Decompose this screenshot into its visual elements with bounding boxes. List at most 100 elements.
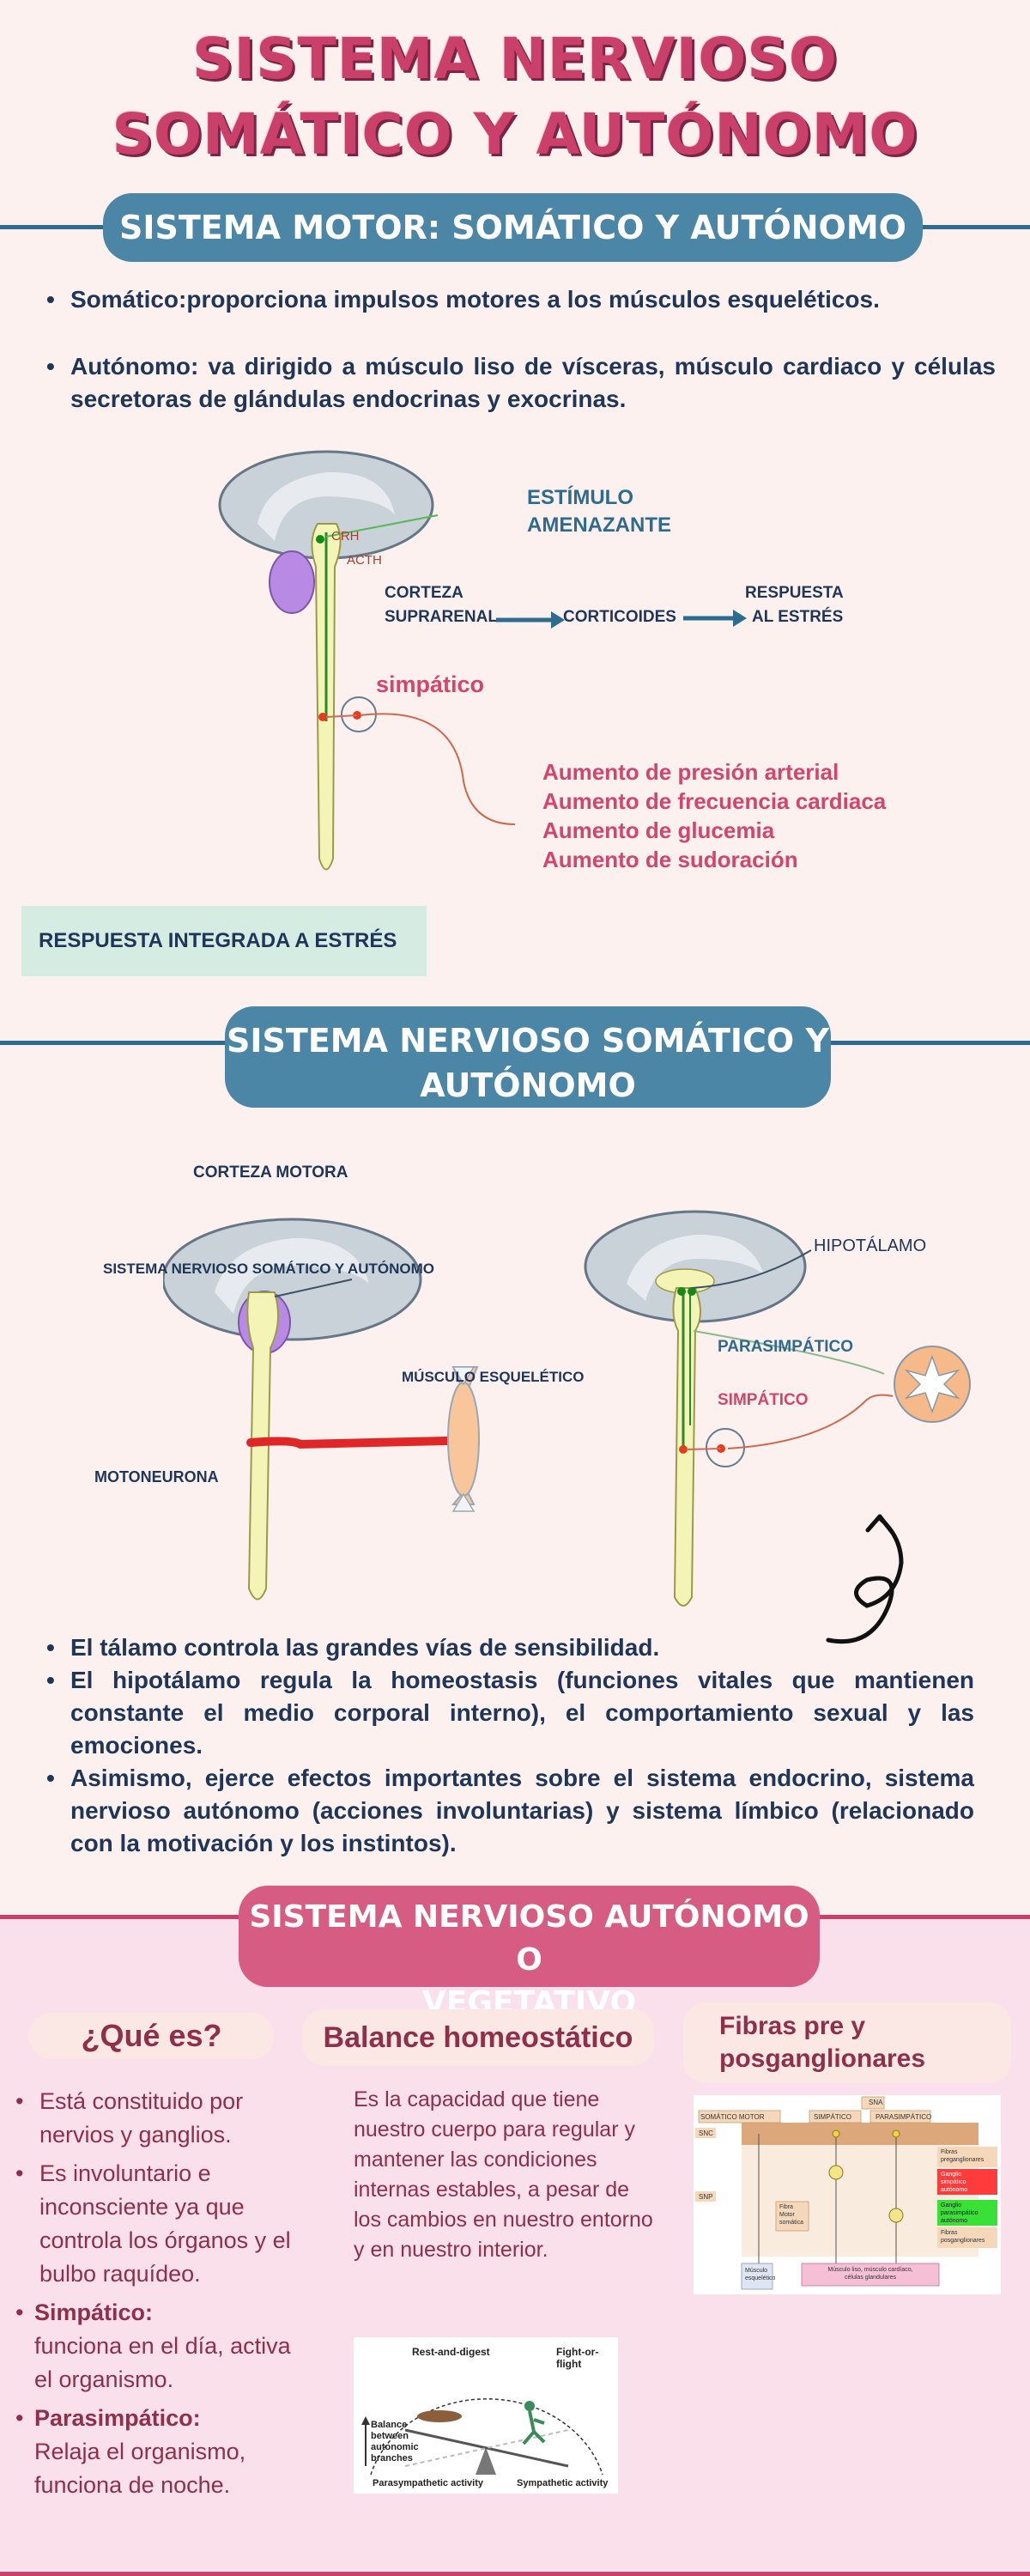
heading-fibers-1: Fibras pre y: [719, 2012, 866, 2040]
bullet-somatic: Somático:proporciona impulsos motores a …: [43, 283, 996, 316]
fig-gs-2: simpático: [941, 2179, 966, 2185]
hypothalamus-bullets: El tálamo controla las grandes vías de s…: [43, 1631, 974, 1860]
fig-para: PARASIMPÁTICO: [876, 2113, 932, 2121]
fig-pre: Fibras preganglionares: [941, 2148, 984, 2164]
label-stimulus-2: AMENAZANTE: [527, 513, 671, 537]
fig-fibra-motor-1: Fibra: [779, 2204, 793, 2210]
label-symp-activity: Sympathetic activity: [517, 2478, 609, 2488]
heading-line-2: AUTÓNOMO: [420, 1066, 636, 1104]
label-skeletal-muscle: MÚSCULO ESQUELÉTICO: [402, 1369, 585, 1385]
bullet-hypothalamus: El hipotálamo regula la homeostasis (fun…: [43, 1664, 974, 1762]
fig-musc-2: esquelético: [745, 2275, 776, 2281]
fig-simp: SIMPÁTICO: [814, 2113, 852, 2121]
parasympathetic-title: Parasimpático:: [34, 2405, 201, 2431]
label-motor-cortex: CORTEZA MOTORA: [193, 1163, 348, 1182]
fig-post-2: posganglionares: [941, 2238, 985, 2244]
label-hypothalamus: HIPOTÁLAMO: [814, 1236, 927, 1255]
fig-gs-3: autónomo: [941, 2187, 968, 2193]
balance-text: Es la capacidad que tiene nuestro cuerpo…: [354, 2087, 653, 2262]
fig-post: Fibras posganglionares: [941, 2229, 985, 2245]
fig-post-1: Fibras: [941, 2230, 958, 2236]
label-parasympathetic: PARASIMPÁTICO: [718, 1338, 853, 1356]
fig-fibra-motor-3: somática: [779, 2220, 804, 2226]
fig-snp: SNP: [699, 2193, 713, 2201]
label-balance-1: Balance: [371, 2420, 408, 2430]
section-heading-somatic-autonomic: SISTEMA NERVIOSO SOMÁTICO Y AUTÓNOMO: [225, 1006, 831, 1108]
label-acth: ACTH: [347, 553, 382, 568]
brain-spinal-diagram-2: [163, 1218, 480, 1601]
sympathetic-text: funciona en el día, activa el organismo.: [34, 2333, 291, 2392]
effect-pressure: Aumento de presión arterial: [542, 759, 839, 785]
fibers-figure: SNA SOMÁTICO MOTOR SIMPÁTICO PARASIMPÁTI…: [694, 2095, 1001, 2294]
section-heading-vegetative: SISTEMA NERVIOSO AUTÓNOMO O VEGETATIVO: [239, 1886, 820, 2020]
heading-balance: Balance homeostático: [302, 2009, 654, 2066]
parasympathetic-text: Relaja el organismo, funciona de noche.: [34, 2439, 246, 2498]
section-heading-motor: SISTEMA MOTOR: SOMÁTICO Y AUTÓNOMO: [103, 193, 923, 262]
effect-heart-rate: Aumento de frecuencia cardiaca: [542, 788, 887, 814]
heading-line-1: SISTEMA NERVIOSO SOMÁTICO Y: [227, 1022, 829, 1060]
fig-gs: Ganglio simpático autónomo: [941, 2171, 967, 2194]
fig-fibra-motor-2: Motor: [779, 2212, 795, 2218]
label-corticoides: CORTICOIDES: [563, 608, 676, 626]
motor-bullets: Somático:proporciona impulsos motores a …: [43, 283, 996, 416]
label-nervous-system: SISTEMA NERVIOSO SOMÁTICO Y AUTÓNOMO: [103, 1261, 435, 1277]
label-balance: Balance between autonomic branches: [371, 2420, 419, 2464]
label-motoneuron: MOTONEURONA: [94, 1468, 219, 1485]
fig-gs-1: Ganglio: [941, 2172, 962, 2178]
brain-spinal-diagram-3: [584, 1210, 971, 1607]
fig-sna: SNA: [869, 2099, 883, 2106]
bottom-border: [0, 2572, 1030, 2576]
label-sympathetic-2: SIMPÁTICO: [718, 1391, 809, 1409]
fig-snc: SNC: [699, 2129, 713, 2137]
fig-targets-1: Músculo liso, músculo cardíaco,: [827, 2267, 913, 2273]
fig-musc: Músculo esquelético: [745, 2267, 775, 2282]
label-balance-4: branches: [371, 2453, 413, 2464]
label-para-activity: Parasympathetic activity: [373, 2478, 484, 2488]
heading-fibers: Fibras pre y posganglionares: [683, 2002, 1011, 2083]
heading-what-is: ¿Qué es?: [29, 2013, 274, 2059]
label-rest: Rest-and-digest: [412, 2346, 490, 2358]
curly-arrow-icon: [826, 1514, 904, 1644]
fig-pre-2: preganglionares: [941, 2157, 985, 2163]
fig-gp-3: autónomo: [941, 2218, 968, 2224]
label-sympathetic: simpático: [376, 671, 485, 697]
fig-gp-2: parasimpático: [941, 2210, 978, 2216]
item-involuntary: Es involuntario e inconsciente ya que co…: [10, 2157, 294, 2291]
balance-figure: Rest-and-digest Fight-or-flight Balance …: [354, 2337, 618, 2494]
bullet-thalamus: El tálamo controla las grandes vías de s…: [43, 1631, 974, 1664]
item-constituted: Está constituido por nervios y ganglios.: [10, 2085, 294, 2152]
bullet-autonomic: Autónomo: va dirigido a músculo liso de …: [43, 350, 996, 416]
fig-gp: Ganglio parasimpático autónomo: [941, 2202, 978, 2225]
balance-seesaw-icon: [361, 2398, 603, 2476]
label-cortex-2: SUPRARENAL: [385, 608, 498, 626]
effect-glucemia: Aumento de glucemia: [542, 817, 775, 843]
label-stimulus-1: ESTÍMULO: [527, 486, 633, 509]
arrow-right-icon: [683, 610, 747, 627]
bullet-endocrine: Asimismo, ejerce efectos importantes sob…: [43, 1762, 974, 1860]
label-fight: Fight-or-flight: [556, 2346, 599, 2370]
item-sympathetic: Simpático: funciona en el día, activa el…: [10, 2296, 294, 2397]
label-balance-3: autonomic: [371, 2442, 419, 2452]
heading-fibers-2: posganglionares: [719, 2044, 926, 2073]
fig-motor: SOMÁTICO MOTOR: [700, 2113, 765, 2121]
fig-targets-2: células glandulares: [845, 2275, 896, 2281]
fig-gp-1: Ganglio: [941, 2202, 962, 2208]
stress-response-box: RESPUESTA INTEGRADA A ESTRÉS: [21, 906, 427, 976]
brain-spinal-diagram-1: [218, 450, 515, 871]
sympathetic-title: Simpático:: [34, 2300, 154, 2325]
arrow-right-icon: [496, 611, 565, 629]
title-line-1: SISTEMA NERVIOSO: [192, 26, 838, 92]
what-is-list: Está constituido por nervios y ganglios.…: [10, 2085, 294, 2507]
fig-fibra-motor: Fibra Motor somática: [779, 2203, 803, 2227]
label-response-2: AL ESTRÉS: [752, 608, 844, 626]
item-parasympathetic: Parasimpático: Relaja el organismo, func…: [10, 2402, 294, 2502]
label-crh: CRH: [331, 529, 360, 544]
fig-pre-1: Fibras: [941, 2149, 958, 2155]
label-response-1: RESPUESTA: [745, 584, 844, 602]
heading-line-1: SISTEMA NERVIOSO AUTÓNOMO O: [249, 1899, 809, 1978]
fibers-diagram: [695, 2096, 997, 2290]
label-cortex-1: CORTEZA: [385, 584, 464, 602]
effect-sweat: Aumento de sudoración: [542, 847, 798, 872]
fig-targets: Músculo liso, músculo cardíaco, células …: [810, 2266, 930, 2281]
title-line-2: SOMÁTICO Y AUTÓNOMO: [112, 101, 918, 167]
